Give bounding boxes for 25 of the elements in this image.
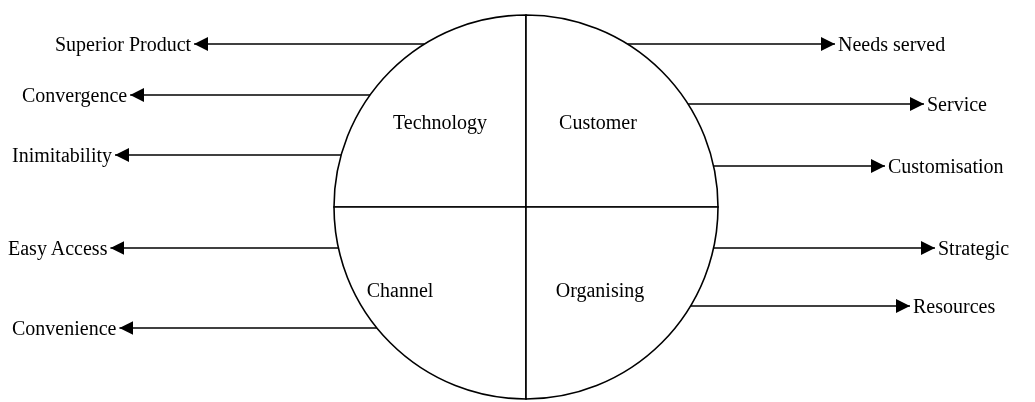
outcome-label: Needs served	[838, 33, 946, 55]
outcome-label: Easy Access	[8, 237, 108, 259]
circle-quadrant	[526, 207, 718, 399]
outcome-label: Resources	[913, 295, 996, 317]
quadrant-label: Technology	[392, 110, 488, 134]
circle-quadrant	[334, 15, 526, 207]
outcome-label: Superior Product	[55, 33, 192, 55]
outcome-label: Strategic	[938, 237, 1010, 259]
outcome-label: Service	[927, 93, 987, 115]
outcome-label: Convenience	[12, 317, 117, 339]
outcome-label: Convergence	[22, 84, 128, 106]
arrow	[118, 321, 378, 335]
circle-quadrant	[526, 15, 718, 207]
quadrant-label: Organising	[555, 278, 645, 302]
arrow	[712, 159, 886, 173]
arrow	[687, 97, 925, 111]
arrow	[109, 241, 340, 255]
outcome-label: Inimitability	[12, 144, 112, 166]
arrow	[193, 37, 426, 51]
outcome-label: Customisation	[888, 155, 1004, 177]
quadrant-label: Channel	[366, 278, 434, 302]
quadrant-label: Customer	[559, 110, 637, 134]
arrow	[129, 88, 371, 102]
circle-quadrant	[334, 207, 526, 399]
arrow	[114, 148, 342, 162]
